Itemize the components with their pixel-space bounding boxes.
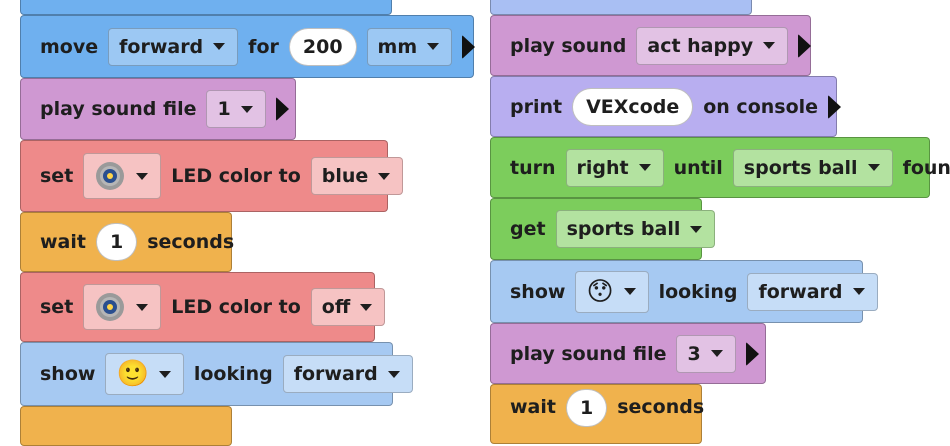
chevron-down-icon (710, 350, 723, 357)
looking-label: looking (658, 280, 738, 303)
play-icon[interactable] (798, 33, 812, 58)
chevron-down-icon (136, 172, 149, 180)
chevron-down-icon (763, 42, 776, 49)
wait-block-right[interactable]: wait 1 seconds (490, 384, 705, 444)
chevron-down-icon (158, 370, 171, 378)
get-object-block[interactable]: get sports ball (490, 198, 716, 260)
turn-until-found-block[interactable]: turn right until sports ball found (490, 137, 950, 198)
led-color-dropdown[interactable]: off (310, 288, 386, 326)
set-led-block-2[interactable]: set LED color to off (20, 272, 386, 342)
set-led-block-1[interactable]: set LED color to blue (20, 140, 404, 212)
show-looking-block-right[interactable]: show 😯 looking forward (490, 260, 878, 323)
play-sound-file-label: play sound file (510, 342, 667, 365)
chevron-down-icon (427, 43, 440, 50)
emoji-dropdown[interactable]: 😯 (575, 270, 649, 313)
get-object-dropdown[interactable]: sports ball (555, 210, 716, 248)
play-icon[interactable] (275, 97, 289, 121)
set-label: set (40, 296, 74, 318)
seconds-label: seconds (147, 231, 235, 253)
print-block[interactable]: print VEXcode on console (490, 76, 842, 137)
wait-label: wait (510, 396, 556, 418)
sound-dropdown[interactable]: act happy (636, 26, 789, 65)
led-dropdown[interactable] (83, 284, 162, 330)
emoji-face-icon: 🙂 (116, 359, 149, 389)
play-sound-file-block-right[interactable]: play sound file 3 (490, 323, 766, 384)
chevron-down-icon (852, 288, 865, 295)
looking-direction-dropdown[interactable]: forward (747, 272, 878, 311)
chevron-down-icon (638, 164, 651, 171)
wait-block[interactable]: wait 1 seconds (20, 212, 235, 272)
on-console-label: on console (703, 95, 819, 118)
print-text-input[interactable]: VEXcode (572, 87, 694, 126)
emoji-dropdown[interactable]: 🙂 (105, 353, 184, 395)
play-sound-file-label: play sound file (40, 98, 197, 120)
chevron-down-icon (136, 303, 149, 311)
partial-top-block-right[interactable] (490, 0, 752, 15)
until-label: until (673, 156, 723, 179)
distance-input[interactable]: 200 (288, 27, 357, 66)
chevron-down-icon (867, 164, 880, 171)
looking-direction-dropdown[interactable]: forward (282, 355, 413, 393)
chevron-down-icon (387, 370, 400, 378)
led-color-label: LED color to (171, 165, 301, 187)
play-sound-file-block[interactable]: play sound file 1 (20, 78, 296, 140)
chevron-down-icon (240, 105, 253, 113)
direction-dropdown[interactable]: forward (108, 27, 239, 66)
show-label: show (40, 363, 96, 385)
chevron-down-icon (623, 288, 636, 295)
found-label: found (902, 156, 950, 179)
show-looking-block[interactable]: show 🙂 looking forward (20, 342, 413, 406)
chevron-down-icon (378, 172, 391, 180)
chevron-down-icon (690, 225, 703, 233)
chevron-down-icon (360, 303, 373, 311)
seconds-label: seconds (617, 396, 705, 418)
play-sound-label: play sound (510, 34, 627, 57)
sound-file-dropdown[interactable]: 3 (676, 334, 736, 373)
wait-seconds-input[interactable]: 1 (565, 389, 608, 427)
looking-label: looking (193, 363, 273, 385)
led-sensor-icon (96, 162, 125, 190)
play-sound-block[interactable]: play sound act happy (490, 15, 812, 76)
move-label: move (40, 35, 99, 58)
turn-direction-dropdown[interactable]: right (565, 148, 664, 187)
show-label: show (510, 280, 566, 303)
led-dropdown[interactable] (83, 153, 162, 199)
chevron-down-icon (213, 43, 226, 50)
emoji-face-icon: 😯 (586, 276, 614, 307)
play-icon[interactable] (828, 94, 842, 119)
for-label: for (248, 35, 279, 58)
led-sensor-icon (96, 293, 125, 321)
turn-label: turn (510, 156, 556, 179)
get-label: get (510, 218, 546, 240)
move-block[interactable]: move forward for 200 mm (20, 15, 476, 78)
play-icon[interactable] (745, 341, 759, 366)
unit-dropdown[interactable]: mm (366, 27, 453, 66)
partial-top-block-left[interactable] (20, 0, 392, 15)
play-icon[interactable] (462, 34, 476, 59)
wait-label: wait (40, 231, 86, 253)
object-dropdown[interactable]: sports ball (732, 148, 893, 187)
partial-bottom-block-left[interactable] (20, 406, 232, 446)
sound-file-dropdown[interactable]: 1 (206, 90, 266, 128)
led-color-dropdown[interactable]: blue (310, 157, 404, 195)
set-label: set (40, 165, 74, 187)
wait-seconds-input[interactable]: 1 (95, 223, 138, 261)
print-label: print (510, 95, 563, 118)
led-color-label: LED color to (171, 296, 301, 318)
